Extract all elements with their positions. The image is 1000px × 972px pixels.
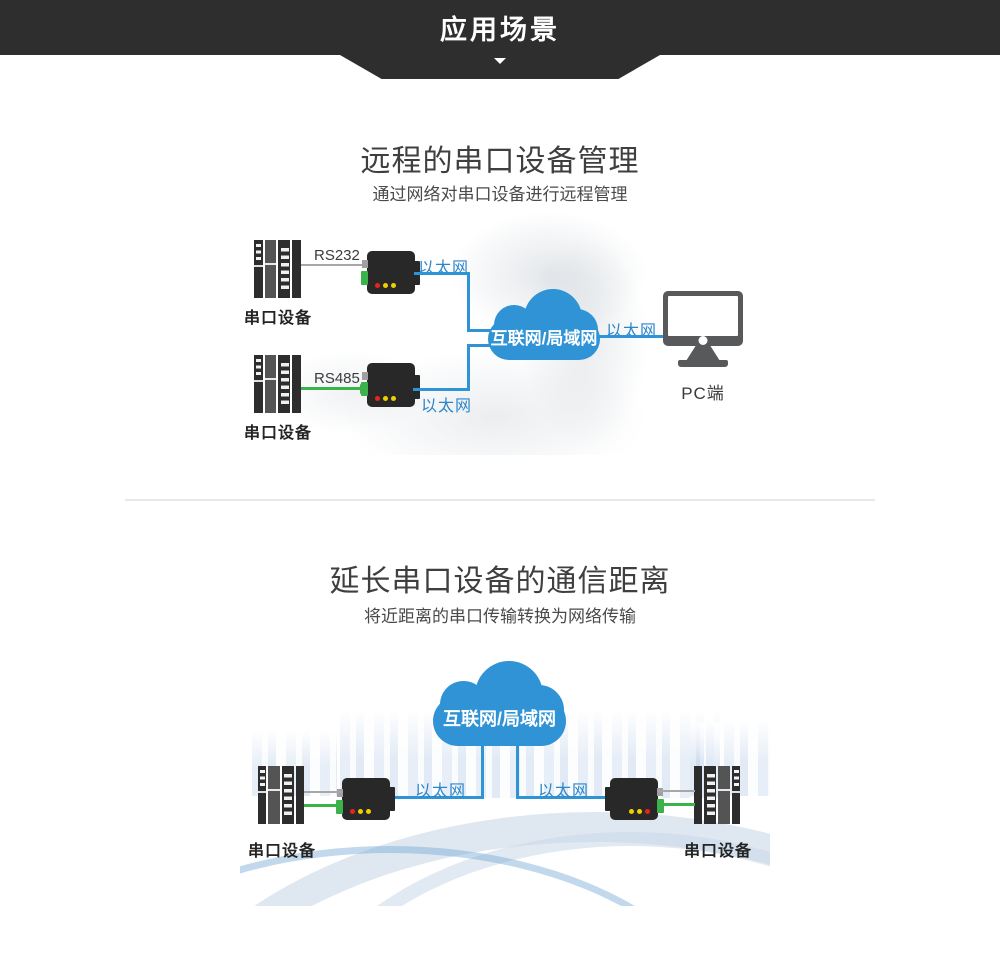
ethernet-port <box>414 375 420 399</box>
section-divider <box>125 499 875 501</box>
serial-device-right-icon <box>694 766 741 824</box>
serial-port <box>362 260 368 268</box>
pc-label: PC端 <box>681 384 725 403</box>
serial-line-left-green <box>304 804 343 807</box>
status-leds-icon <box>350 809 371 814</box>
serial-port <box>657 788 663 796</box>
rs232-line <box>301 264 367 266</box>
scenario1-title: 远程的串口设备管理 <box>360 145 640 178</box>
ethernet-port <box>605 787 611 811</box>
serial-port <box>362 372 368 380</box>
serial-line-right-gray <box>657 790 695 792</box>
serial-device-bottom-label: 串口设备 <box>243 425 312 442</box>
cloud-label: 互联网/局域网 <box>490 329 598 348</box>
serial-device-top-label: 串口设备 <box>243 310 312 327</box>
serial-line-right-green <box>657 803 695 806</box>
rs232-label: RS232 <box>314 247 360 264</box>
ethernet-line-2a <box>413 388 470 391</box>
status-leds-icon <box>629 809 650 814</box>
serial-device-top-icon <box>254 240 301 298</box>
converter-right-icon <box>605 778 664 820</box>
converter-left-icon <box>336 778 395 820</box>
converter-top-icon <box>361 251 420 294</box>
internet-cloud-icon: 互联网/局域网 <box>488 289 600 360</box>
rs485-label: RS485 <box>314 370 360 387</box>
scenario2-subtitle: 将近距离的串口传输转换为网络传输 <box>364 607 636 626</box>
ethernet-line-3 <box>598 335 663 338</box>
cloud-label: 互联网/局域网 <box>442 709 556 729</box>
ethernet-line-2c <box>467 344 495 347</box>
terminal-port <box>361 382 368 396</box>
ethernet-line-1b <box>467 272 470 332</box>
serial-port <box>337 789 343 797</box>
status-leds-icon <box>375 396 396 401</box>
scenario2-title: 延长串口设备的通信距离 <box>329 565 671 598</box>
ethernet-label-right: 以太网 <box>538 783 590 800</box>
page-title: 应用场景 <box>440 15 560 45</box>
ethernet-line-right-v <box>516 744 519 799</box>
ethernet-label-left: 以太网 <box>415 783 467 800</box>
terminal-port <box>657 799 664 813</box>
serial-device-left-label: 串口设备 <box>247 843 316 860</box>
down-arrow-icon <box>494 58 506 64</box>
section-header-bar: 应用场景 <box>0 0 1000 55</box>
status-leds-icon <box>375 283 396 288</box>
terminal-port <box>336 800 343 814</box>
ethernet-line-1c <box>467 329 495 332</box>
serial-device-right-label: 串口设备 <box>683 843 752 860</box>
ethernet-line-left-v <box>481 744 484 799</box>
converter-bottom-icon <box>361 363 420 407</box>
serial-device-left-icon <box>258 766 304 824</box>
ethernet-line-1a <box>414 272 470 275</box>
ethernet-label-2: 以太网 <box>421 398 473 415</box>
terminal-port <box>361 271 368 285</box>
ethernet-line-right-h <box>516 796 616 799</box>
ethernet-port <box>389 787 395 811</box>
serial-line-left-gray <box>304 791 343 793</box>
internet-cloud-icon: 互联网/局域网 <box>433 661 566 746</box>
ethernet-line-left-h <box>388 796 484 799</box>
pc-monitor-icon <box>663 291 743 367</box>
ethernet-line-2b <box>467 346 470 391</box>
serial-device-bottom-icon <box>254 355 301 413</box>
rs485-line <box>301 387 363 390</box>
scenario1-subtitle: 通过网络对串口设备进行远程管理 <box>372 185 628 204</box>
